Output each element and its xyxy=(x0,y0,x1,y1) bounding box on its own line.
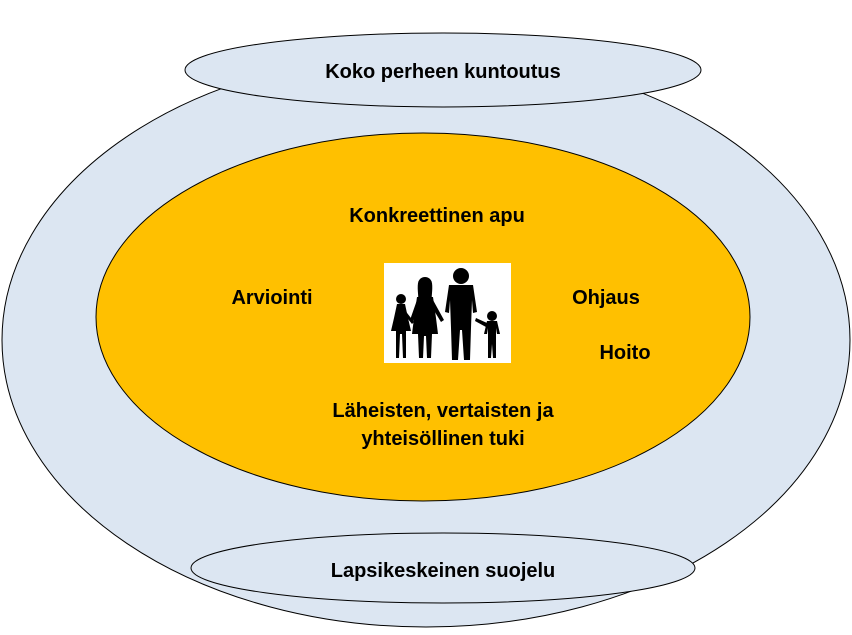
inner-left-label: Arviointi xyxy=(231,287,312,309)
family-silhouette-icon xyxy=(384,263,511,363)
inner-top-label: Konkreettinen apu xyxy=(349,205,525,227)
inner-bottom-label-line2: yhteisöllinen tuki xyxy=(361,428,524,450)
bottom-label: Lapsikeskeinen suojelu xyxy=(331,560,556,582)
bottom-ellipse xyxy=(190,532,696,604)
inner-bottom-label-line1: Läheisten, vertaisten ja xyxy=(332,400,554,422)
top-label: Koko perheen kuntoutus xyxy=(325,61,561,83)
inner-right-bottom-label: Hoito xyxy=(599,342,650,364)
inner-right-top-label: Ohjaus xyxy=(572,287,640,309)
top-ellipse xyxy=(184,32,702,108)
